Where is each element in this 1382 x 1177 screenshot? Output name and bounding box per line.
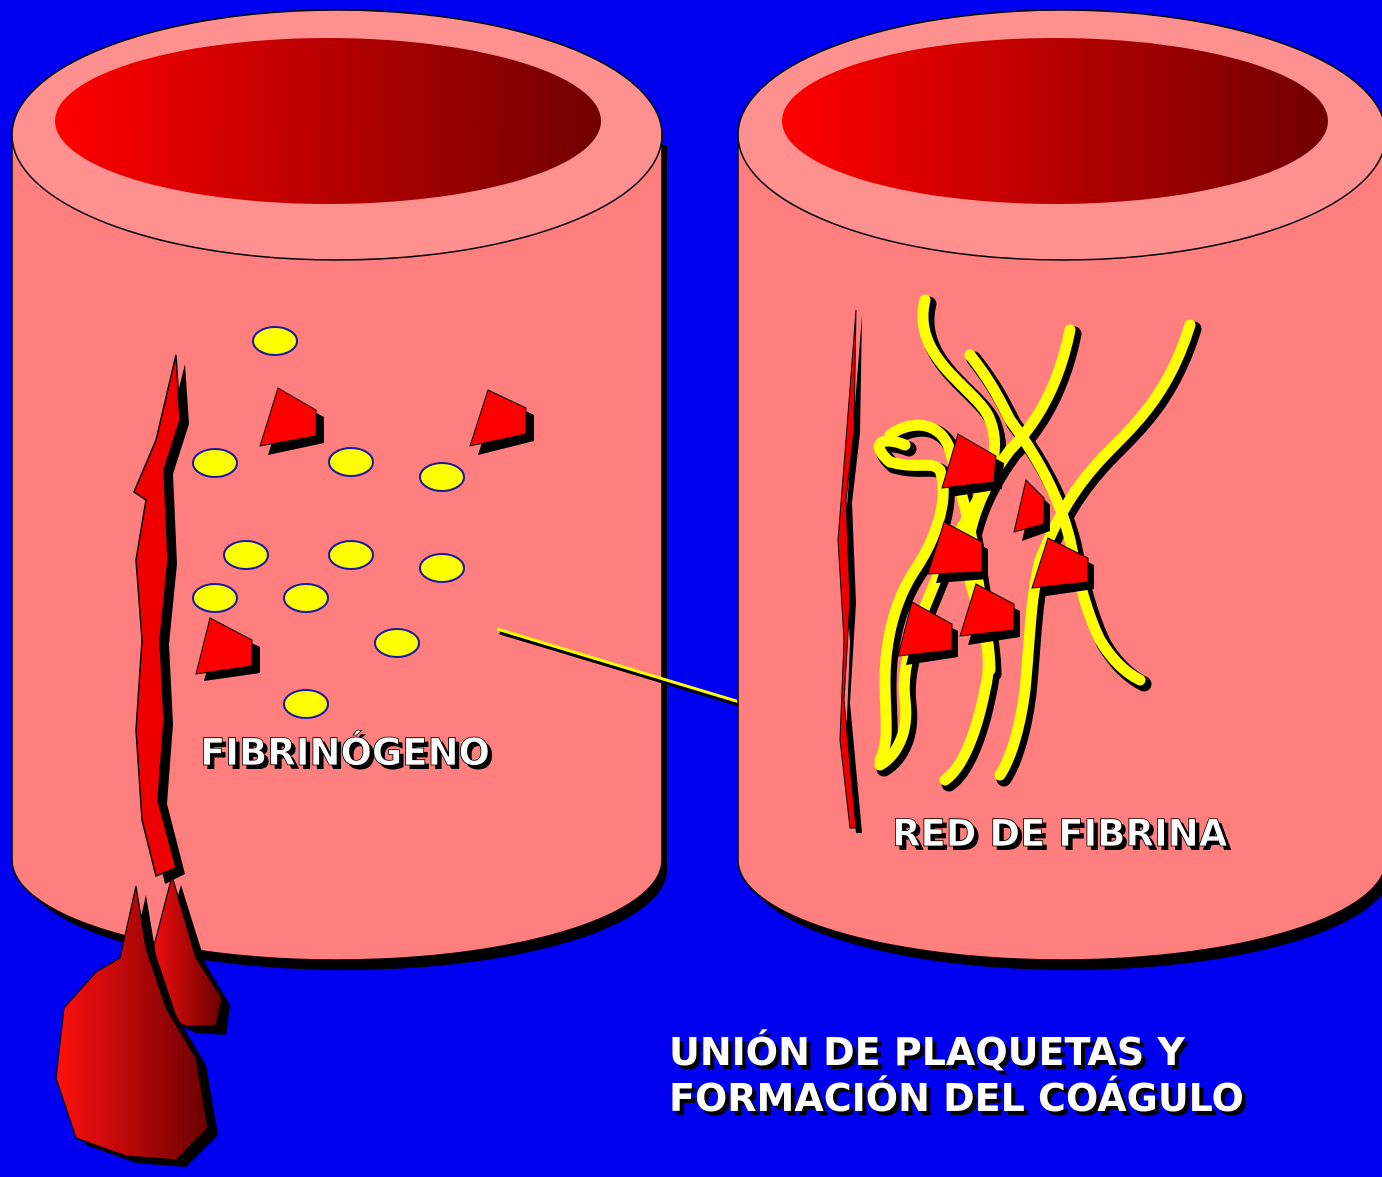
fibrin-net-label: RED DE FIBRINA bbox=[892, 812, 1228, 855]
fibrin-net-label-group: RED DE FIBRINA RED DE FIBRINA bbox=[892, 812, 1232, 859]
fibrinogen-molecule bbox=[253, 327, 297, 355]
fibrinogen-molecule bbox=[420, 554, 464, 582]
fibrinogen-molecule bbox=[375, 629, 419, 657]
fibrinogen-molecule bbox=[224, 541, 268, 569]
fibrinogen-molecule bbox=[193, 584, 237, 612]
fibrinogen-molecule bbox=[284, 690, 328, 718]
fibrinogen-label: FIBRINÓGENO bbox=[200, 730, 490, 774]
left-blood-vessel bbox=[12, 10, 667, 970]
fibrinogen-label-group: FIBRINÓGENO FIBRINÓGENO bbox=[200, 730, 494, 778]
left-vessel-lumen bbox=[55, 38, 601, 204]
fibrinogen-molecule bbox=[329, 448, 373, 476]
right-vessel-lumen bbox=[782, 38, 1328, 204]
slide-caption: UNIÓN DE PLAQUETAS Y UNIÓN DE PLAQUETAS … bbox=[669, 1030, 1248, 1124]
fibrinogen-molecule bbox=[284, 584, 328, 612]
fibrinogen-molecule bbox=[329, 541, 373, 569]
caption-line2: FORMACIÓN DEL COÁGULO bbox=[669, 1076, 1244, 1120]
fibrinogen-molecule bbox=[420, 463, 464, 491]
caption-line1: UNIÓN DE PLAQUETAS Y bbox=[669, 1030, 1185, 1074]
fibrinogen-molecule bbox=[193, 449, 237, 477]
